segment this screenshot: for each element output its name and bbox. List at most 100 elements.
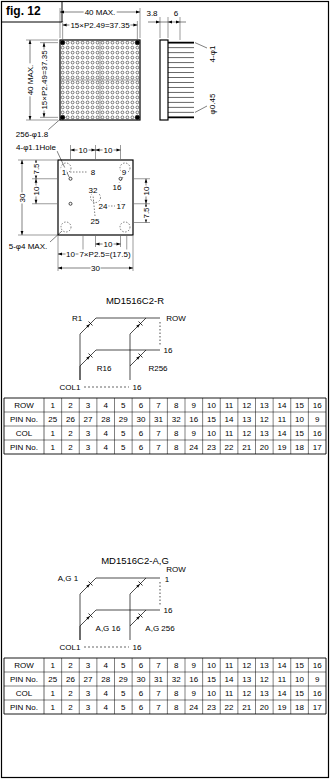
- column-wire: [80, 334, 81, 380]
- extension-line: [60, 8, 61, 38]
- column-wire: [84, 647, 129, 648]
- table-cell: 4: [102, 443, 108, 452]
- led-symbol: [136, 616, 140, 620]
- arrow-head: [29, 40, 32, 44]
- table-rule: [4, 440, 326, 441]
- table-cell: 4: [102, 689, 108, 698]
- arrow-head: [133, 24, 137, 27]
- led-dot: [111, 61, 114, 64]
- led-dot: [91, 66, 94, 69]
- table-cell: 26: [65, 675, 76, 684]
- table-cell: 9: [191, 661, 197, 670]
- led-dot: [61, 71, 64, 74]
- led-symbol: [136, 356, 140, 360]
- led-dot: [61, 101, 64, 104]
- led-dot: [106, 41, 109, 44]
- led-dot: [86, 86, 89, 89]
- table-cell: 4: [102, 661, 108, 670]
- led-dot: [131, 66, 134, 69]
- led-dot: [71, 111, 74, 114]
- arrow-head: [145, 179, 148, 183]
- led-dot: [131, 96, 134, 99]
- table-cell: 5: [120, 661, 126, 670]
- table-cell: 2: [67, 401, 73, 410]
- led-dot: [76, 86, 79, 89]
- extension-line: [134, 222, 150, 223]
- extension-line: [95, 145, 96, 159]
- led-dot: [66, 61, 69, 64]
- table-rule: [79, 398, 80, 454]
- led-dot: [131, 61, 134, 64]
- led-dot: [101, 46, 104, 49]
- table-cell: 6: [138, 429, 144, 438]
- led-dot: [116, 46, 119, 49]
- arrow-head: [43, 43, 46, 47]
- led-dot: [61, 81, 64, 84]
- pin-row: [70, 172, 88, 173]
- arrow-head: [129, 267, 133, 270]
- table-rule: [273, 658, 274, 714]
- drawing-label: 40 MAX.: [26, 64, 35, 97]
- drawing-label: 256-φ1.8: [15, 130, 49, 139]
- table-rule: [114, 398, 115, 454]
- led-dot: [61, 66, 64, 69]
- led-dot: [86, 91, 89, 94]
- leader-line: [48, 119, 61, 131]
- extension-line: [160, 17, 161, 38]
- led-dot: [111, 116, 114, 119]
- led-dot: [76, 61, 79, 64]
- table-cell: 1: [50, 661, 56, 670]
- led-dot: [71, 71, 74, 74]
- led-dot: [86, 46, 89, 49]
- led-dot: [91, 111, 94, 114]
- led-dot: [136, 111, 139, 114]
- led-dot: [66, 86, 69, 89]
- led-dot: [76, 71, 79, 74]
- table-cell: 16: [312, 689, 323, 698]
- led-symbol: [86, 584, 90, 588]
- led-dot: [60, 40, 64, 44]
- led-dot: [111, 66, 114, 69]
- table-cell: 1: [50, 703, 56, 712]
- table-cell: PIN No.: [9, 703, 39, 712]
- table-cell: 2: [67, 703, 73, 712]
- led-dot: [96, 41, 99, 44]
- led-dot: [116, 41, 119, 44]
- led-dot: [81, 101, 84, 104]
- led-dot: [121, 86, 124, 89]
- row-wire: [96, 610, 160, 611]
- drawing-label: φ0.45: [208, 93, 217, 116]
- led-dot: [131, 111, 134, 114]
- extension-line: [168, 17, 169, 38]
- led-dot: [76, 41, 79, 44]
- led-dot: [121, 101, 124, 104]
- arrow-head: [63, 24, 67, 27]
- drawing-label: R256: [147, 364, 168, 373]
- table-cell: 15: [294, 689, 305, 698]
- led-symbol: [89, 582, 93, 586]
- led-dot: [76, 51, 79, 54]
- led-dot: [91, 76, 94, 79]
- led-dot: [96, 86, 99, 89]
- table-cell: 9: [191, 689, 197, 698]
- led-dot: [116, 66, 119, 69]
- drawing-label: 16: [163, 346, 174, 355]
- drawing-label: 7×P2.5=(17.5): [78, 250, 131, 259]
- led-dot: [71, 101, 74, 104]
- led-dot: [111, 46, 114, 49]
- led-dot: [71, 91, 74, 94]
- drawing-label: COL1: [59, 643, 82, 652]
- arrow-head: [117, 243, 121, 246]
- drawing-label: 10: [142, 186, 151, 197]
- led-dot: [76, 111, 79, 114]
- led-dot: [71, 76, 74, 79]
- extension-line: [120, 236, 121, 247]
- table-cell: PIN No.: [9, 415, 39, 424]
- led-dot: [101, 66, 104, 69]
- drawing-label: 30: [18, 192, 27, 203]
- led-dot: [71, 51, 74, 54]
- extension-line: [134, 178, 150, 179]
- led-dot: [121, 51, 124, 54]
- dimension-line: [148, 22, 186, 23]
